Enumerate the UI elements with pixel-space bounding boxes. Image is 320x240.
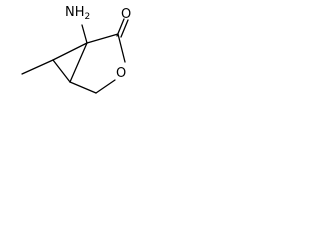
bond-c2-o-double-b [120,19,129,38]
bond-c2-ring-o [117,33,126,63]
bond-c2-o-double-a [116,18,125,37]
bond-c6-c5 [52,59,71,83]
ring-oxygen-label: O [116,66,126,81]
amino-nh-text: NH [65,5,85,20]
bond-ring-o-c4 [95,79,116,94]
amino-subscript: 2 [85,12,91,22]
bond-c6-methyl [21,59,54,75]
carbonyl-oxygen-label: O [121,7,131,22]
chemical-structure: NH2 O O [21,5,131,94]
bond-c1-c6 [52,42,88,61]
bond-c4-c5 [69,81,97,94]
amino-group-label: NH2 [65,5,90,22]
bond-c1-nh2 [81,24,88,44]
bond-c5-c1 [69,42,88,83]
bond-c1-c2 [86,33,119,44]
